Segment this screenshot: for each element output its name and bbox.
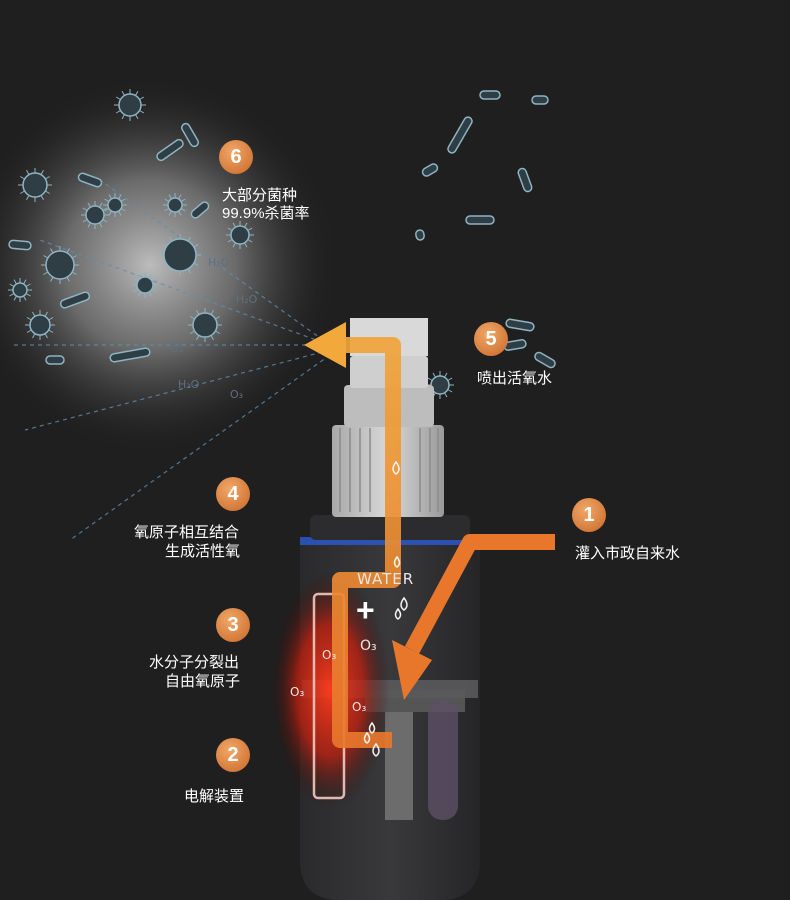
- bacterium-rod: [480, 91, 500, 99]
- bacterium-rod: [506, 319, 535, 332]
- bacterium-coccus: [13, 283, 27, 297]
- bacterium-rod: [466, 216, 494, 224]
- ozone-label: O₃: [352, 700, 366, 714]
- bacterium-spike: [445, 393, 448, 397]
- step-label: 电解装置: [184, 787, 244, 806]
- water-label: WATER: [357, 570, 414, 588]
- bacterium-coccus: [30, 315, 50, 335]
- step-label: 自由氧原子: [165, 672, 240, 691]
- step-badge: 3: [216, 608, 250, 642]
- step-label: 水分子分裂出: [149, 653, 239, 672]
- ozone-label: O₃: [290, 685, 304, 699]
- step-label: 氧原子相互结合: [134, 523, 239, 542]
- water-molecule-label: H₂O: [236, 293, 257, 306]
- water-molecule-label: H₂O: [208, 256, 229, 269]
- electrode-plus-sign: +: [356, 594, 375, 626]
- step-label: 喷出活氧水: [477, 369, 552, 388]
- bacterium-coccus: [231, 226, 249, 244]
- step-badge: 6: [219, 140, 253, 174]
- ozone-label: O₃: [360, 638, 377, 654]
- bacterium-coccus: [46, 251, 74, 279]
- bacterium-spike: [448, 390, 452, 393]
- step-badge: 2: [216, 738, 250, 772]
- bacterium-coccus: [86, 206, 104, 224]
- step-label: 大部分菌种: [222, 186, 297, 205]
- step-label: 99.9%杀菌率: [222, 204, 310, 223]
- bacterium-coccus: [168, 198, 182, 212]
- bacterium-coccus: [23, 173, 47, 197]
- bacterium-coccus: [119, 94, 141, 116]
- step-label: 生成活性氧: [165, 542, 240, 561]
- step-badge: 5: [474, 322, 508, 356]
- step-label: 灌入市政自来水: [575, 544, 680, 563]
- ozone-label: O₃: [322, 648, 336, 662]
- bacterium-coccus: [193, 313, 217, 337]
- bacterium-coccus: [108, 198, 122, 212]
- bacterium-rod: [415, 229, 425, 240]
- bacterium-rod: [447, 116, 474, 155]
- water-molecule-label: H₂O: [178, 378, 199, 391]
- ozone-label: O₃: [170, 342, 183, 355]
- step-badge: 4: [216, 477, 250, 511]
- bacterium-rod: [533, 351, 556, 369]
- bacterium-spike: [433, 373, 436, 377]
- bacterium-spike: [428, 378, 432, 381]
- step-badge: 1: [572, 498, 606, 532]
- bacterium-coccus: [137, 277, 153, 293]
- bacterium-spike: [448, 378, 452, 381]
- bacterium-rod: [46, 356, 64, 364]
- bacterium-rod: [421, 163, 439, 178]
- bacterium-rod: [517, 167, 533, 192]
- ozone-label: O₃: [230, 388, 243, 401]
- bacterium-rod: [532, 96, 548, 104]
- bacterium-coccus: [164, 239, 196, 271]
- bacterium-spike: [445, 373, 448, 377]
- bacterium-rod: [9, 240, 32, 250]
